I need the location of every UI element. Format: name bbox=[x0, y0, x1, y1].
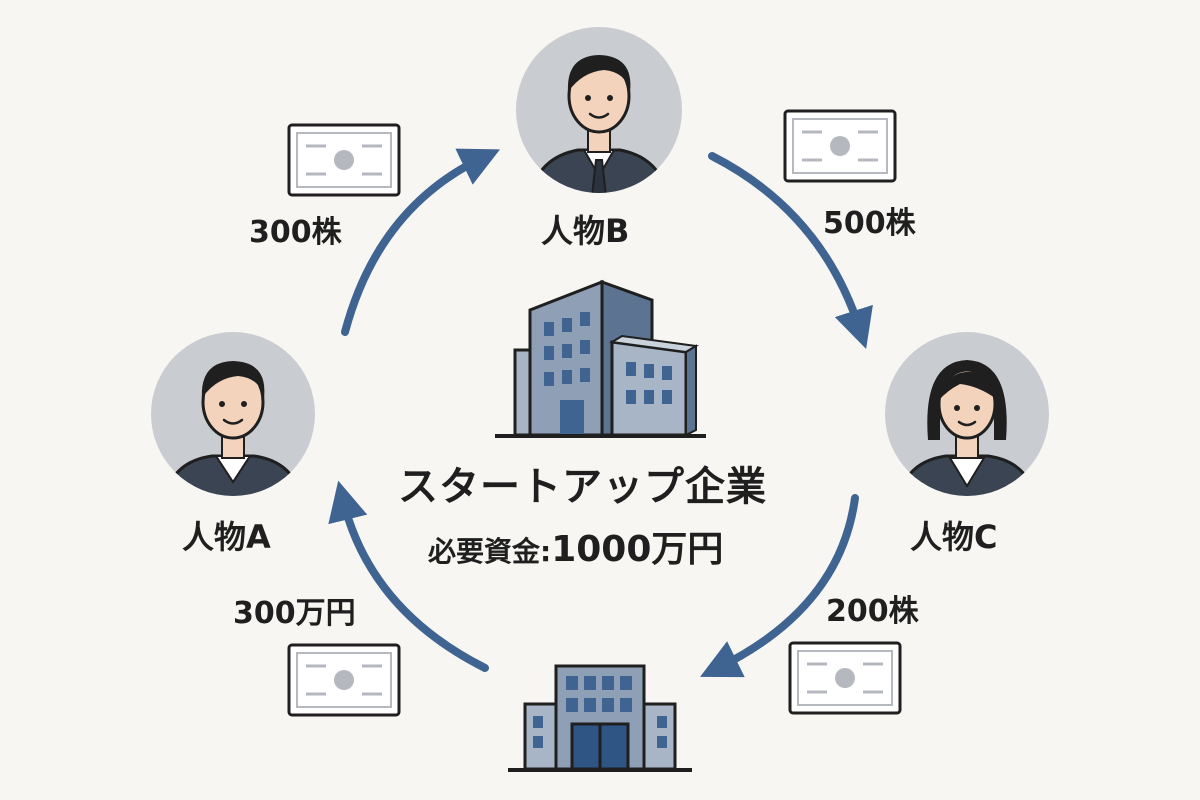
certificate-bottom-right-icon bbox=[788, 641, 902, 715]
arrow-a-to-b bbox=[341, 148, 501, 336]
person-a-label: 人物A bbox=[182, 518, 271, 556]
certificate-bottom-left-icon bbox=[287, 643, 401, 717]
flow-c-to-bottom-amount: 200株 bbox=[826, 594, 919, 629]
person-a-avatar-icon bbox=[151, 332, 315, 496]
flow-bottom-to-a-amount: 300万円 bbox=[233, 596, 356, 631]
person-b-avatar-icon bbox=[516, 27, 682, 193]
flow-b-to-c-amount: 500株 bbox=[823, 206, 916, 241]
company-capital-value: 1000万円 bbox=[551, 529, 724, 570]
bank-building-icon bbox=[508, 664, 692, 772]
certificate-top-right-icon bbox=[783, 109, 897, 183]
company-capital-label: 必要資金: bbox=[428, 535, 552, 568]
person-c-label: 人物C bbox=[910, 518, 998, 556]
company-capital: 必要資金:1000万円 bbox=[428, 520, 723, 572]
certificate-top-left-icon bbox=[287, 123, 401, 197]
office-building-icon bbox=[495, 279, 706, 438]
person-c-avatar-icon bbox=[885, 332, 1049, 496]
flow-a-to-b-amount: 300株 bbox=[249, 215, 342, 250]
company-name: スタートアップ企業 bbox=[398, 464, 767, 510]
arrow-c-to-bottom bbox=[700, 494, 859, 678]
arrow-bottom-to-a bbox=[328, 480, 489, 672]
person-b-label: 人物B bbox=[541, 212, 630, 250]
arrow-b-to-c bbox=[708, 152, 873, 350]
